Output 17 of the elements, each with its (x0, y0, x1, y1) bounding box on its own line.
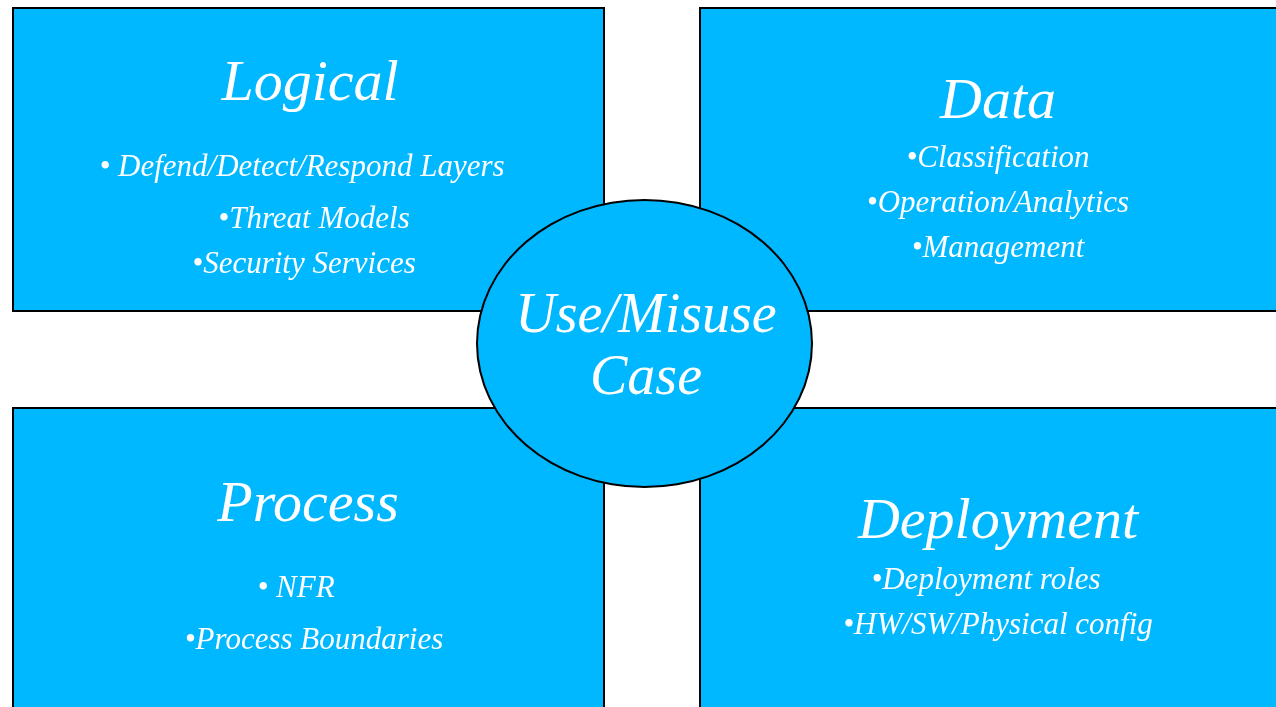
bullet-item: •Deployment roles (871, 561, 1101, 597)
box-heading: Data (940, 67, 1056, 131)
bullet-item: • NFR (257, 569, 335, 605)
bullet-item: •Management (911, 229, 1085, 265)
bullet-item: • Defend/Detect/Respond Layers (99, 148, 505, 184)
viewpoint-box (699, 407, 1276, 707)
bullet-item: •Classification (906, 139, 1090, 175)
viewpoint-box (12, 407, 605, 707)
bullet-item: •Operation/Analytics (866, 184, 1130, 220)
bullet-item: •Threat Models (218, 200, 410, 236)
box-heading: Deployment (857, 487, 1139, 551)
ellipse-label: Use/Misuse Case (514, 283, 778, 407)
bullet-item: •HW/SW/Physical config (843, 606, 1153, 642)
box-heading: Process (217, 470, 399, 534)
box-heading: Logical (221, 49, 399, 113)
bullet-item: •Security Services (192, 245, 416, 281)
bullet-item: •Process Boundaries (184, 621, 444, 657)
